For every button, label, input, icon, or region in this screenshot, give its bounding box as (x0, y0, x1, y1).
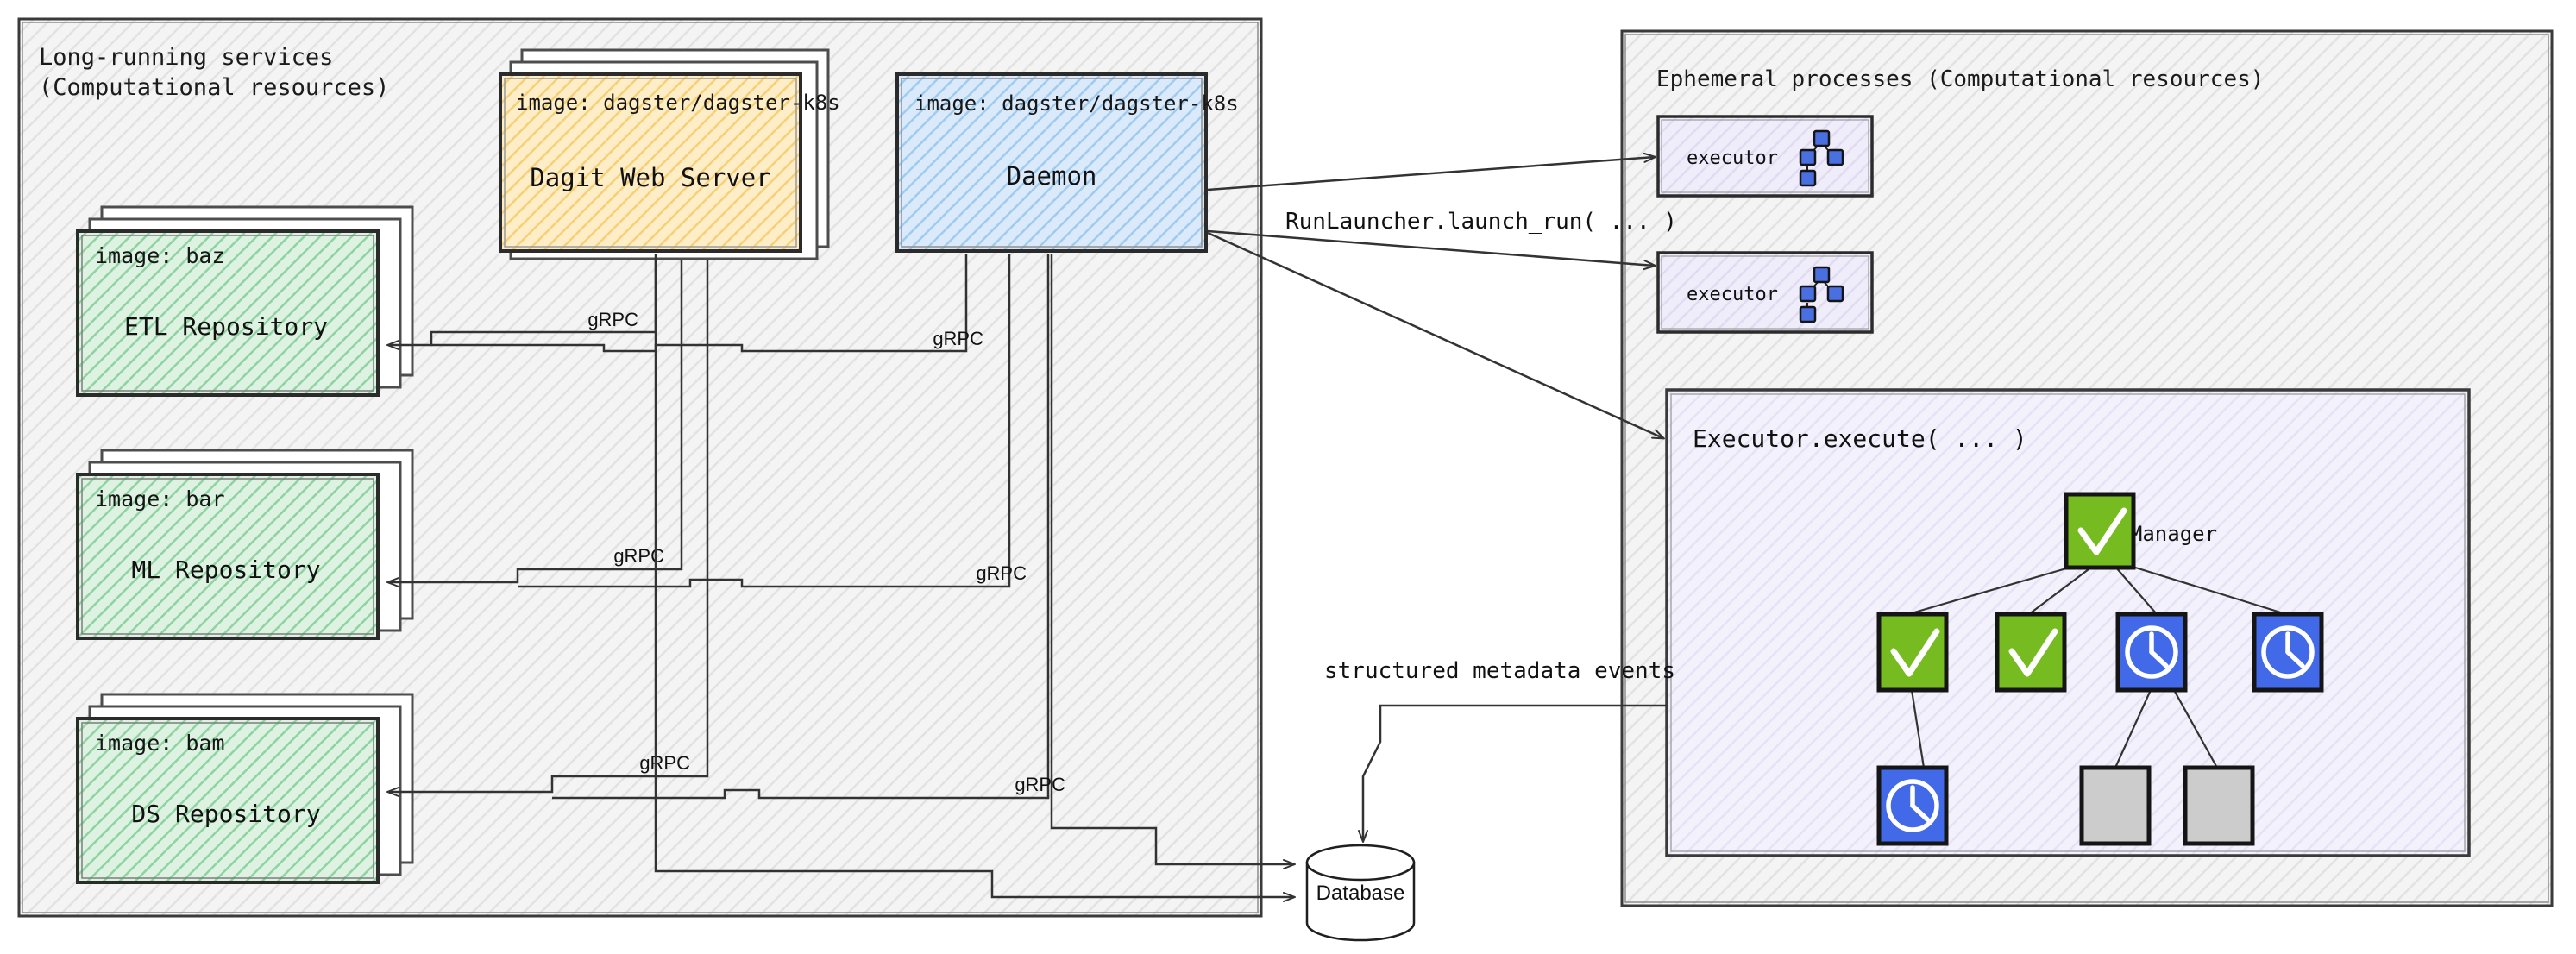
run-launcher-arrow-executor-1 (1207, 152, 1656, 191)
daemon-to-database-arrow (1050, 254, 1296, 869)
repository-name: ML Repository (131, 555, 320, 584)
service-card-dagit[interactable]: image: dagster/dagster-k8s Dagit Web Ser… (499, 48, 840, 260)
dagit-to-database-arrow (654, 254, 1296, 902)
grpc-label: gRPC (933, 328, 983, 349)
dag-icon (1799, 129, 1844, 187)
dag-node-pending[interactable] (2115, 612, 2188, 693)
database-label: Database (1316, 882, 1405, 905)
grpc-label: gRPC (587, 309, 638, 330)
grpc-label: gRPC (613, 545, 664, 567)
run-launcher-label: RunLauncher.launch_run( ... ) (1285, 209, 1677, 235)
dag-node-success[interactable] (1995, 612, 2067, 693)
grpc-label: gRPC (639, 752, 690, 774)
grpc-arrow-dagit-ds: gRPC (386, 254, 709, 797)
database-cylinder[interactable]: Database (1305, 844, 1416, 942)
dag-node-idle[interactable] (2079, 765, 2152, 846)
service-card-daemon[interactable]: image: dagster/dagster-k8s Daemon (895, 72, 1239, 253)
executor-execute-box[interactable]: Executor.execute( ... ) IOManager (1665, 388, 2471, 857)
grpc-label: gRPC (976, 562, 1027, 584)
grpc-arrow-daemon-ds: gRPC (552, 254, 1065, 800)
run-launcher-arrow-execute (1207, 231, 1665, 440)
dag-node-success[interactable] (1876, 612, 1949, 693)
repository-name: DS Repository (131, 800, 320, 828)
executor-execute-title: Executor.execute( ... ) (1693, 424, 2027, 453)
repository-image-label: image: baz (95, 243, 225, 268)
repository-image-label: image: bar (95, 486, 225, 512)
service-name: Daemon (1007, 161, 1097, 191)
repository-card-ds[interactable]: image: bam DS Repository (76, 693, 414, 884)
metadata-events-label: structured metadata events (1324, 658, 1675, 684)
executor-label: executor (1687, 284, 1778, 305)
metadata-events-arrow (1358, 704, 1667, 843)
executor-label: executor (1687, 147, 1778, 169)
service-image-label: image: dagster/dagster-k8s (914, 91, 1239, 116)
repository-image-label: image: bam (95, 731, 225, 756)
grpc-arrow-daemon-ml: gRPC (518, 254, 1027, 588)
repository-name: ETL Repository (124, 312, 328, 341)
dag-icon (1799, 266, 1844, 323)
grpc-label: gRPC (1015, 774, 1065, 795)
repository-card-etl[interactable]: image: baz ETL Repository (76, 205, 414, 397)
dag-node-pending[interactable] (2252, 612, 2324, 693)
left-panel-title-line2: (Computational resources) (39, 74, 389, 101)
dag-node-pending[interactable] (1876, 765, 1949, 846)
dag-node-success[interactable] (2064, 492, 2136, 570)
left-panel-title-line1: Long-running services (39, 44, 333, 71)
executor-box-2[interactable]: executor (1656, 251, 1874, 334)
run-launcher-arrow-executor-2 (1207, 229, 1656, 271)
repository-card-ml[interactable]: image: bar ML Repository (76, 449, 414, 640)
executor-box-1[interactable]: executor (1656, 115, 1874, 198)
right-panel-title: Ephemeral processes (Computational resou… (1656, 66, 2264, 92)
service-image-label: image: dagster/dagster-k8s (516, 91, 840, 115)
dag-edges (1907, 565, 2287, 769)
service-name: Dagit Web Server (530, 163, 770, 192)
dag-node-idle[interactable] (2183, 765, 2255, 846)
